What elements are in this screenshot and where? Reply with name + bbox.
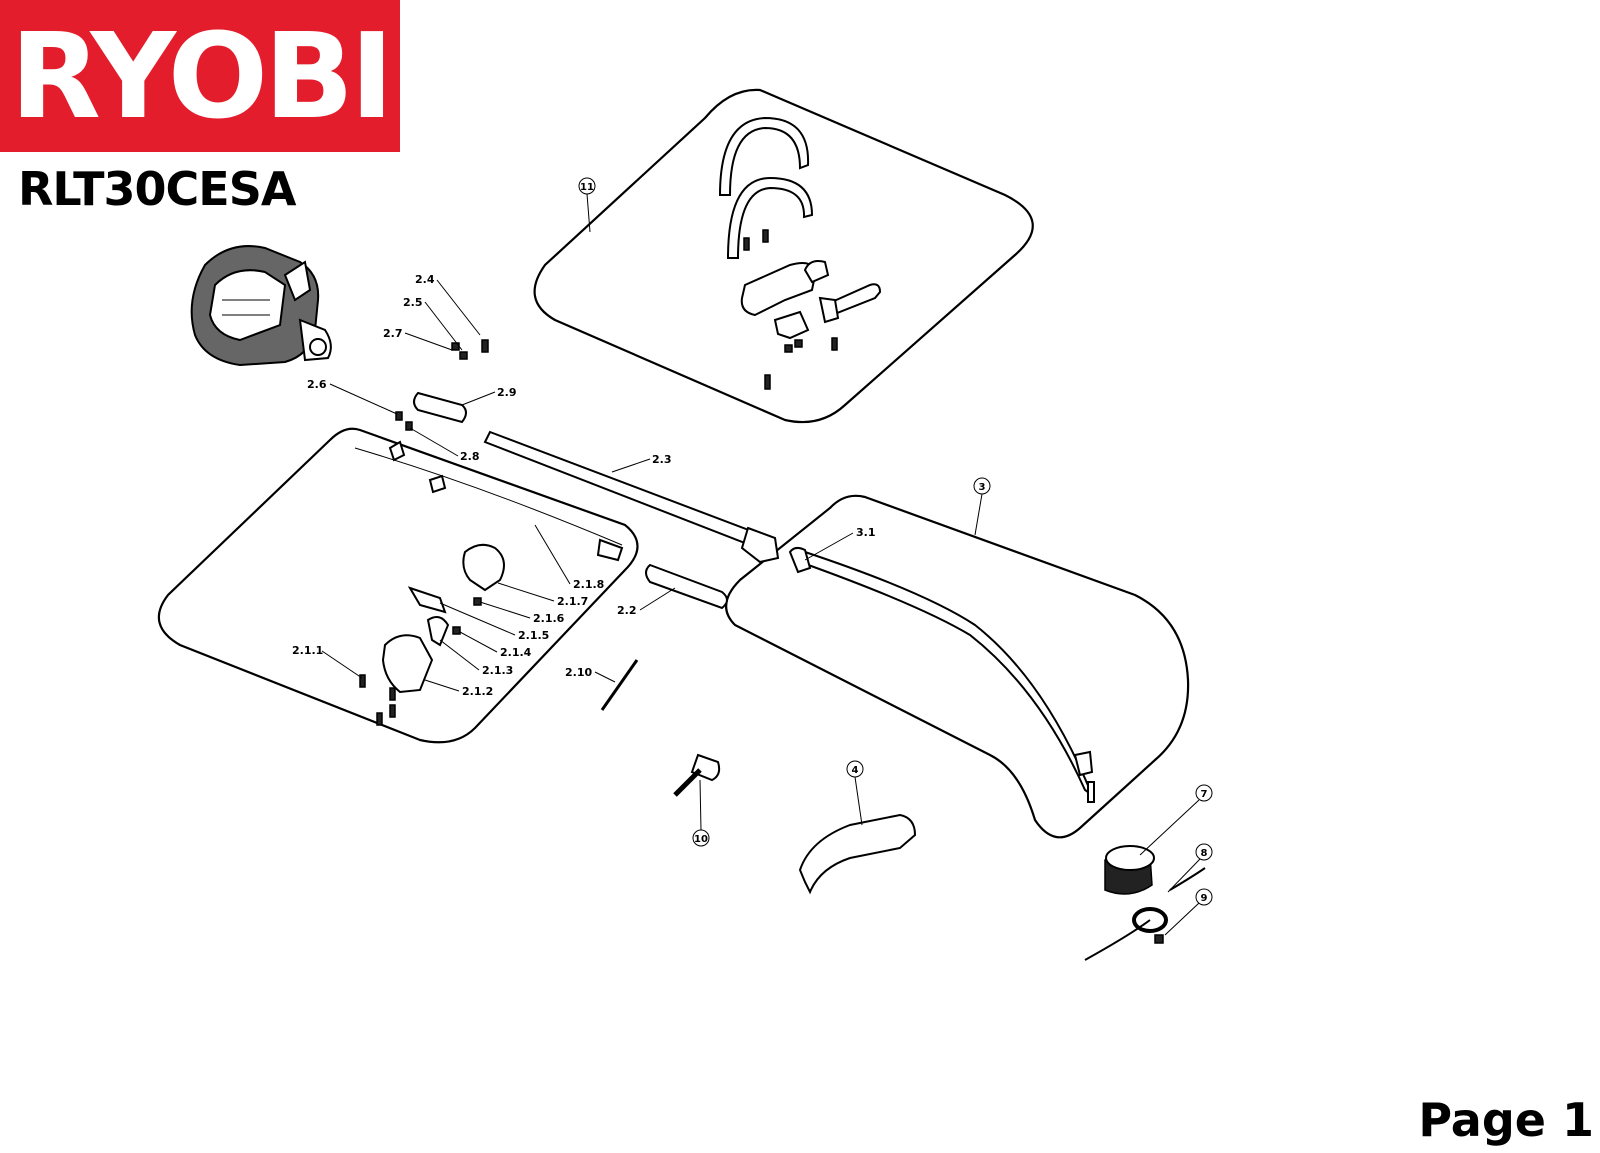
callout-4: 4 (846, 760, 864, 826)
label-2-7: 2.7 (383, 327, 403, 340)
label-2-1-6: 2.1.6 (533, 612, 565, 625)
callout-3: 3 (973, 477, 991, 536)
label-2-1-3: 2.1.3 (482, 664, 513, 677)
label-2-1-7: 2.1.7 (557, 595, 588, 608)
shaft-parts (395, 339, 1095, 803)
svg-text:4: 4 (852, 765, 859, 776)
label-2-6: 2.6 (307, 378, 327, 391)
throttle-assembly-panel (157, 427, 639, 744)
label-2-10: 2.10 (565, 666, 592, 679)
label-2-1-5: 2.1.5 (518, 629, 549, 642)
label-2-5: 2.5 (403, 296, 423, 309)
callout-11: 11 (578, 177, 596, 233)
svg-text:7: 7 (1201, 789, 1208, 800)
callout-7: 7 (1139, 784, 1213, 856)
label-2-1-4: 2.1.4 (500, 646, 532, 659)
callout-10: 10 (692, 779, 710, 847)
label-2-1-1: 2.1.1 (292, 644, 323, 657)
label-2-4: 2.4 (415, 273, 435, 286)
label-2-9: 2.9 (497, 386, 517, 399)
callout-9: 9 (1164, 888, 1213, 936)
engine-unit (190, 245, 332, 367)
shaft-assembly-panel (725, 494, 1190, 839)
svg-text:8: 8 (1201, 848, 1208, 859)
label-3-1: 3.1 (856, 526, 876, 539)
svg-text:10: 10 (694, 834, 708, 845)
loose-parts (600, 659, 1206, 961)
label-2-2: 2.2 (617, 604, 637, 617)
label-2-1-2: 2.1.2 (462, 685, 493, 698)
handle-assembly-panel (533, 88, 1034, 424)
label-2-3: 2.3 (652, 453, 672, 466)
label-2-1-8: 2.1.8 (573, 578, 604, 591)
svg-text:3: 3 (979, 482, 986, 493)
ryobi-logo: RYOBI (0, 0, 400, 152)
svg-text:11: 11 (580, 182, 594, 193)
page-number: Page 1 (1418, 1093, 1594, 1147)
callout-8: 8 (1167, 843, 1213, 893)
logo-text: RYOBI (10, 7, 394, 145)
throttle-parts (354, 440, 624, 726)
model-number: RLT30CESA (18, 162, 296, 216)
svg-text:9: 9 (1201, 893, 1208, 904)
label-2-8: 2.8 (460, 450, 480, 463)
handle-parts (718, 116, 882, 390)
